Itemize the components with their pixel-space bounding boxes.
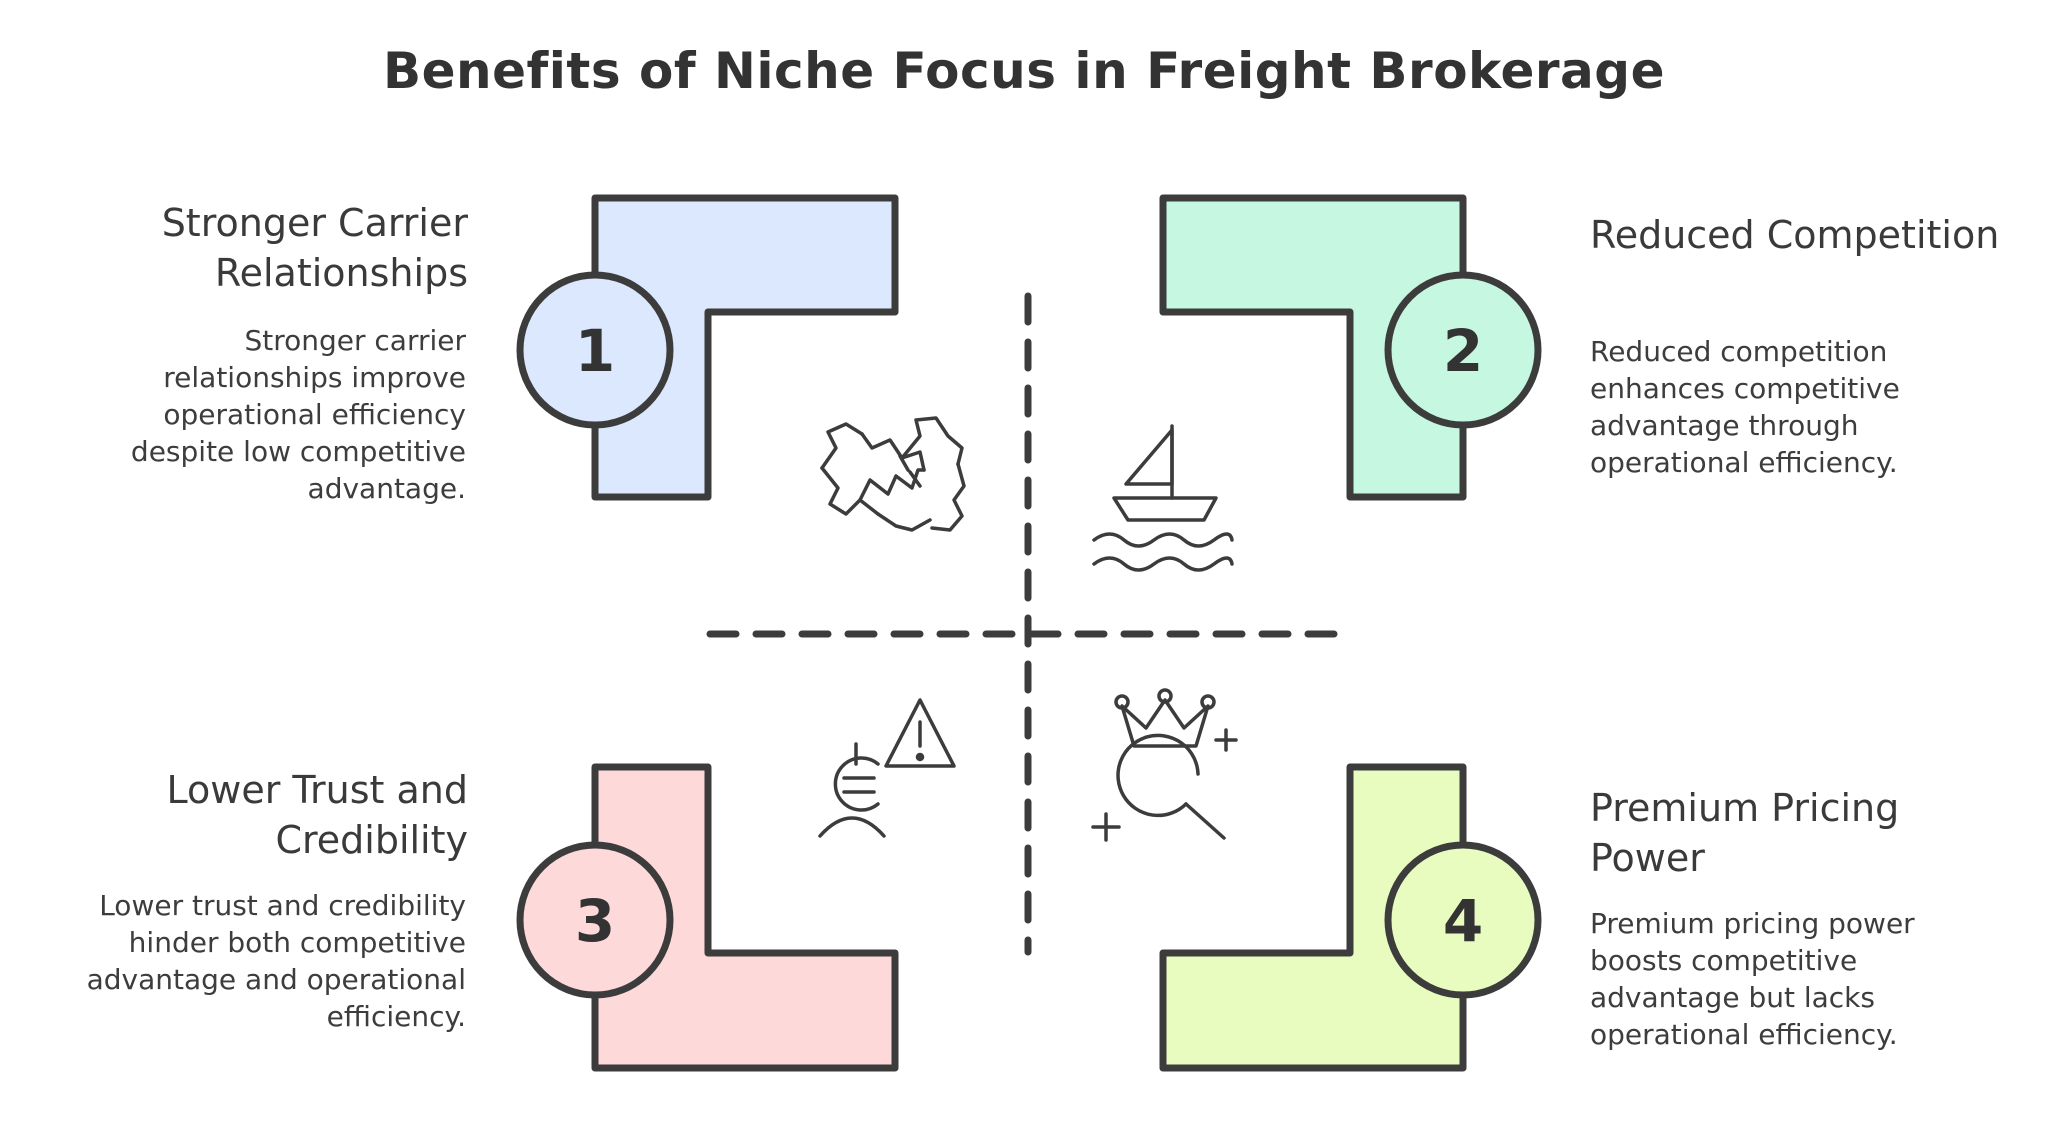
block-3-outline [591, 763, 899, 1072]
crown-search-icon [1091, 688, 1238, 842]
block-2-fill [1163, 198, 1463, 497]
block-1: 1 [516, 194, 899, 501]
sailboat-icon [1092, 424, 1234, 572]
block-2-description: Reduced competition enhances competitive… [1590, 335, 1900, 479]
block-4-badge [1384, 841, 1542, 999]
block-2-outline [1159, 194, 1467, 501]
block-1-outline [591, 194, 899, 501]
block-2: 2 [1159, 194, 1542, 501]
block-2-title: Reduced Competition [1590, 213, 2000, 257]
block-4-fill [1163, 767, 1463, 1068]
block-2-badge [1384, 271, 1542, 429]
block-3-badge [516, 841, 674, 999]
block-4-number: 4 [1443, 887, 1483, 955]
block-4-outline [1159, 763, 1467, 1072]
block-2-number: 2 [1443, 317, 1483, 385]
page-title: Benefits of Niche Focus in Freight Broke… [383, 42, 1665, 100]
block-4-title: Premium Pricing Power [1590, 786, 1900, 880]
block-3: 3 [516, 763, 899, 1072]
block-4: 4 [1159, 763, 1542, 1072]
block-3-description: Lower trust and credibility hinder both … [86, 889, 466, 1033]
block-1-badge [516, 271, 674, 429]
block-3-title: Lower Trust and Credibility [166, 768, 468, 862]
person-warning-icon [818, 698, 956, 838]
block-1-description: Stronger carrier relationships improve o… [130, 324, 466, 505]
block-1-fill [595, 198, 895, 497]
block-3-fill [595, 767, 895, 1068]
block-1-title: Stronger Carrier Relationships [161, 201, 468, 295]
block-3-number: 3 [575, 887, 615, 955]
handshake-icon [820, 416, 966, 532]
block-4-description: Premium pricing power boosts competitive… [1590, 907, 1915, 1051]
block-1-number: 1 [575, 317, 615, 385]
